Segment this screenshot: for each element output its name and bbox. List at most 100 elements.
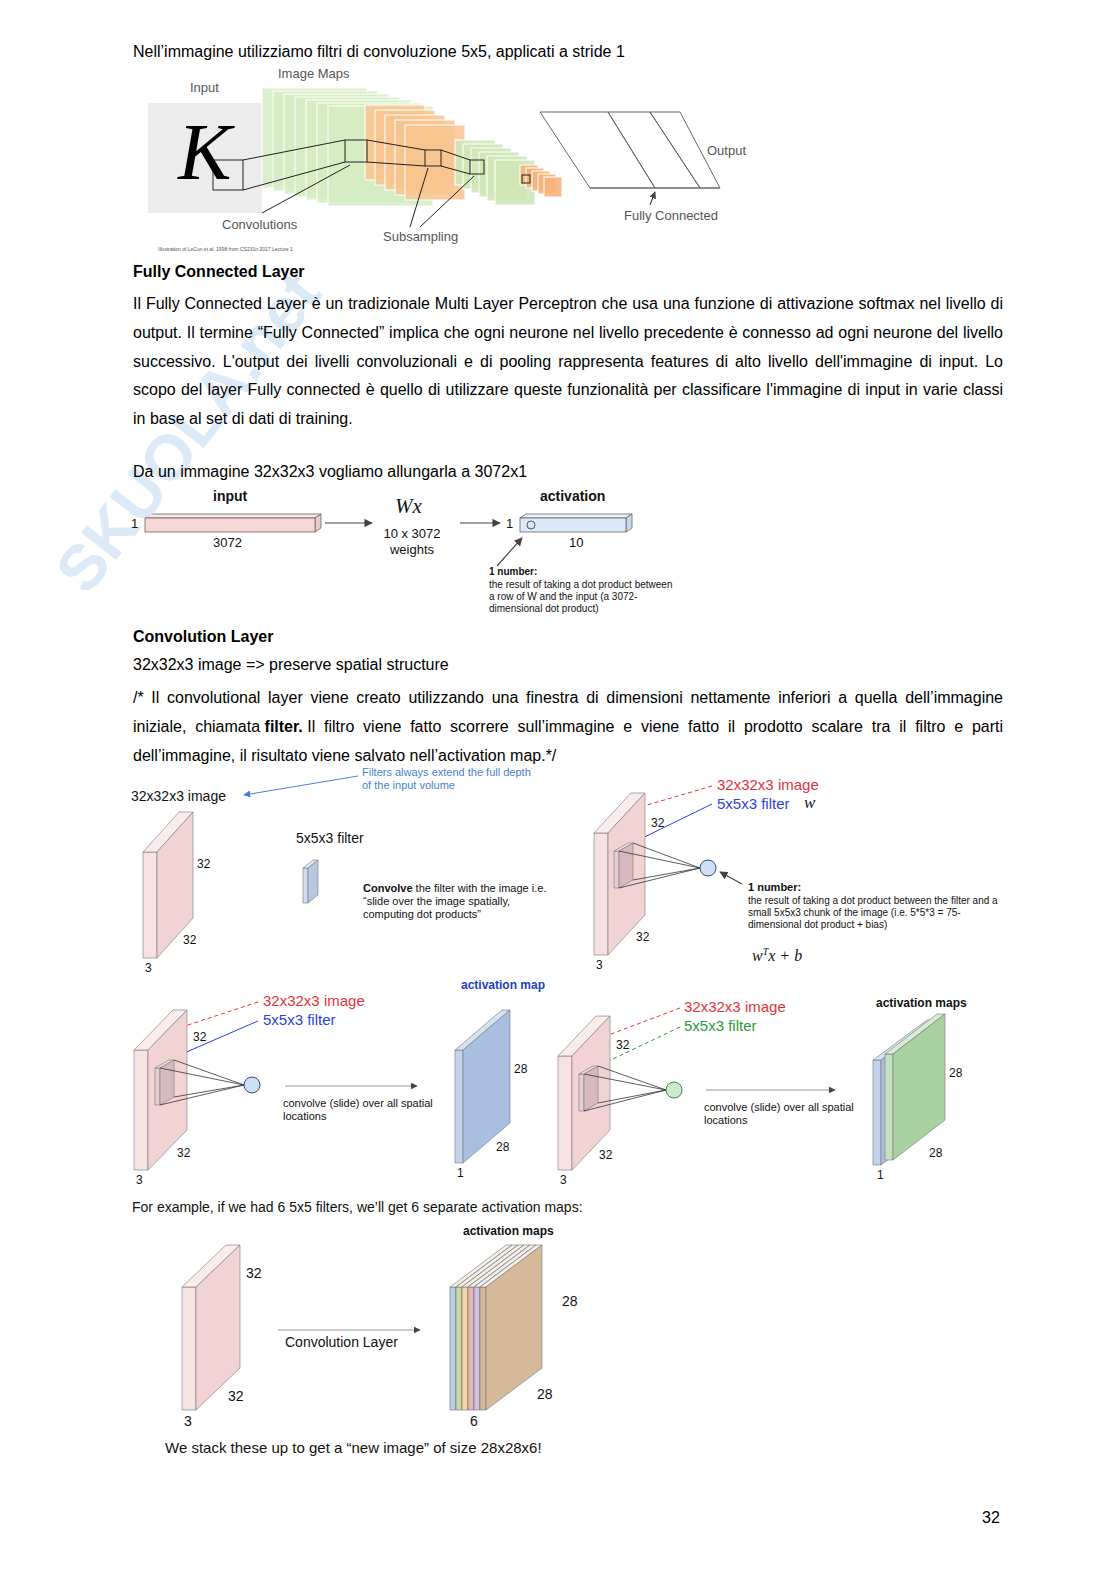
figure-label: Fully Connected [624,208,718,224]
dimension-label: 28 [496,1140,509,1154]
volume-side [155,1068,160,1105]
figure-shape [700,860,716,876]
volume-face [196,1245,240,1410]
figure-label: activation [540,488,605,505]
text-flow: Convolvethe filter with the image i.e. “… [363,882,563,922]
dimension-label: 32 [599,1148,612,1162]
figure-label: activation maps [876,996,967,1010]
figure-label: activation maps [463,1224,554,1238]
text-run: w [752,947,763,964]
figure-label: convolve (slide) over all spatial locati… [283,1097,433,1123]
dimension-label: 32 [228,1388,244,1405]
figure-label: 32x32x3 image [684,998,786,1016]
figure-label: 5x5x3 filter [717,795,790,813]
projection-line [584,1090,666,1111]
projection-line [174,1085,244,1097]
dimension-label: 32 [636,930,649,944]
callout-text: the result of taking a dot product betwe… [748,895,1010,931]
volume-side [303,868,308,903]
figure-label: 10 x 3072 weights [380,526,444,557]
figure-label: input [213,488,247,505]
volume-side [468,1287,474,1410]
leader-line [285,1086,417,1087]
figure-label: 5x5x3 filter [296,830,364,847]
page-number: 32 [982,1508,1000,1527]
dimension-label: 10 [569,535,583,551]
volume-side [450,1287,456,1410]
figure-shape [520,514,632,518]
figure-shape [470,160,484,174]
input-glyph: K [178,112,231,192]
figure-label: Image Maps [278,66,350,82]
annotation: Filters always extend the full depth of … [362,766,534,792]
projection-line [619,851,700,868]
projection-line [598,1090,666,1103]
volume-side [885,1054,893,1160]
volume-side [462,1287,468,1410]
dimension-label: 28 [929,1146,942,1160]
figure-shape [213,140,655,227]
figure-shape [148,103,262,213]
dimension-label: 3072 [213,535,242,551]
dimension-label: 32 [177,1146,190,1160]
callout-heading: 1 number: [489,566,537,578]
volume-face [619,843,633,888]
figure-label: convolve (slide) over all spatial locati… [704,1101,854,1127]
figure-shape [145,518,315,532]
projection-line [619,868,700,888]
figure-label: Input [190,80,219,96]
figure-shape [345,140,367,162]
dimension-label: 32 [193,1030,206,1044]
volume-side [480,1287,486,1410]
paragraph: Il Fully Connected Layer è un tradiziona… [133,290,1003,434]
leader-line [590,188,720,189]
figure-shape [425,150,441,166]
text-flow: /* Il convolutional layer viene creato u… [133,684,1003,770]
volume-face [308,860,318,903]
leader-line [325,522,372,523]
leader-line [650,192,655,205]
figure-caption: For example, if we had 6 5x5 filters, we… [132,1199,583,1216]
section-heading: Convolution Layer [133,627,273,646]
figure-label: Convolutions [222,217,297,233]
dimension-label: 1 [506,516,513,532]
dimension-label: 32 [183,933,196,947]
dimension-label: 3 [136,1173,143,1187]
credit-note: Illustration of LeCun et al. 1998 from C… [158,246,293,252]
leader-line [420,176,474,227]
text-run: x + b [768,947,802,964]
leader-line [441,166,470,174]
leader-line [410,168,428,227]
volume-face [572,1016,610,1170]
leader-line [278,1330,420,1331]
figure-label: Output [707,143,746,159]
projection-line [633,843,700,868]
volume-side [456,1287,462,1410]
dimension-label: 28 [562,1293,578,1310]
dimension-label: 3 [184,1413,192,1430]
volume-side [579,1074,584,1111]
volume-side [594,833,608,955]
figure-shape [540,112,720,188]
volume-face [463,1010,510,1163]
volume-side [455,1050,463,1163]
leader-line [367,140,425,150]
projection-line [174,1060,244,1085]
volume-side [143,852,157,958]
leader-line [606,1008,680,1036]
dimension-label: 6 [470,1413,478,1430]
figure-label: 32x32x3 image [717,776,819,794]
figure-label: 5x5x3 filter [684,1017,757,1035]
projection-line [160,1068,244,1085]
figure-shape [168,786,712,1068]
figure-label: 5x5x3 filter [263,1011,336,1029]
leader-line [262,165,350,213]
volume-side [134,1050,148,1170]
dimension-label: 1 [457,1166,464,1180]
leader-line [720,872,742,884]
volume-face [160,1060,174,1105]
volume-face [584,1066,598,1111]
dimension-label: 1 [877,1168,884,1182]
figure-label: Subsampling [383,229,458,245]
